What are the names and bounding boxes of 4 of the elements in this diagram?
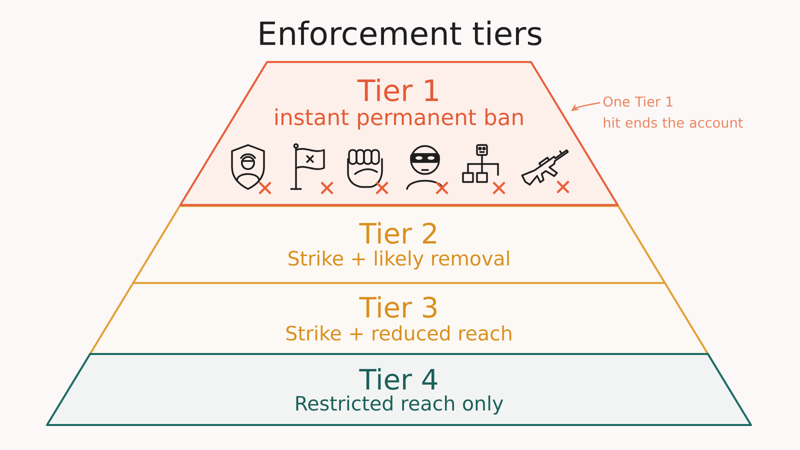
pyramid-tier: Tier 4 Restricted reach only: [46, 353, 752, 426]
pyramid-tier: Tier 2 Strike + likely removal: [132, 205, 666, 284]
pyramid-tier: Tier 3 Strike + reduced reach: [89, 282, 709, 355]
title: Enforcement tiers: [260, 20, 542, 46]
